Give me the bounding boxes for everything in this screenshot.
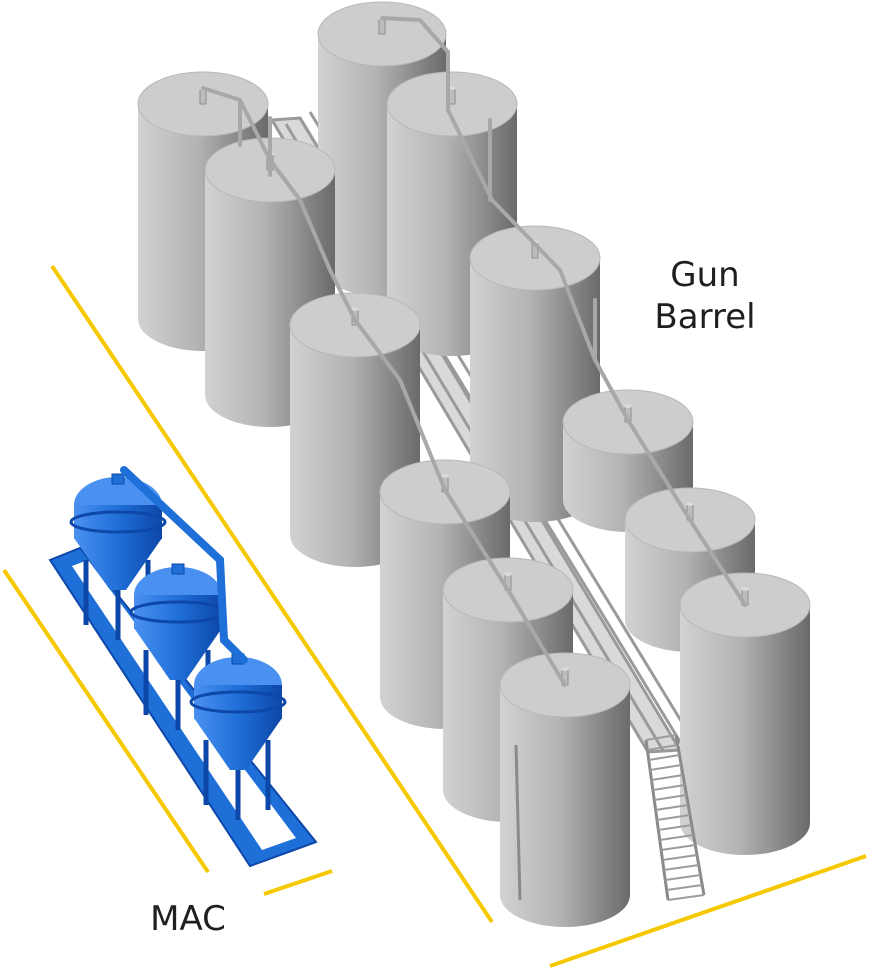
- mac-vessel-shell: [134, 595, 222, 629]
- gun-barrel-label-line2: Barrel: [654, 297, 756, 337]
- vent-cap: [686, 502, 694, 506]
- mac-label: MAC: [150, 899, 226, 939]
- mac-header-pipe: [120, 466, 248, 664]
- vent-cap: [624, 404, 632, 408]
- mac-vessel-flange: [189, 690, 287, 714]
- boundary-line-mac-bottom: [263, 869, 333, 896]
- piping: [201, 16, 747, 687]
- mac-skid: [48, 466, 318, 868]
- stair-tread: [654, 794, 687, 801]
- pipe-header-east: [380, 16, 747, 607]
- boundary-lines: [2, 264, 867, 968]
- mac-vessel-dome: [134, 567, 222, 595]
- mac-vessel-shell: [194, 685, 282, 719]
- vent-cap: [441, 474, 449, 478]
- pipe-risers: [238, 50, 597, 362]
- mac-vessel-cone: [194, 718, 282, 770]
- boundary-line-mac-outer: [2, 568, 210, 874]
- mac-vessel-flange: [69, 510, 167, 534]
- vent-pipe: [378, 17, 386, 35]
- mac-vessel-nozzle: [111, 473, 125, 485]
- vent-cap: [741, 587, 749, 591]
- vent-cap: [351, 307, 359, 311]
- boundary-line-mac-inner: [50, 264, 494, 924]
- stair-tread: [667, 894, 705, 901]
- mac-vessel-shell: [74, 505, 162, 539]
- stair-tread: [655, 804, 689, 811]
- gun-barrel-label: Gun Barrel: [630, 254, 780, 338]
- stair-tread: [658, 824, 692, 831]
- vent-cap: [504, 572, 512, 576]
- stair-tread: [645, 734, 677, 741]
- mac-vessel-cone: [134, 628, 222, 680]
- stair-tread: [665, 874, 701, 881]
- stair-tread: [651, 774, 684, 781]
- stair-tread: [666, 884, 703, 891]
- stair-tread: [659, 834, 694, 841]
- tank: [679, 572, 811, 855]
- stair-tread: [660, 844, 696, 851]
- vent-cap: [561, 667, 569, 671]
- stair-tread: [648, 754, 680, 761]
- stair-tread: [663, 864, 699, 871]
- stair-tread: [652, 784, 685, 791]
- stair: [514, 734, 706, 901]
- stair-tread: [662, 854, 698, 861]
- tank-body: [680, 605, 810, 855]
- gun-barrel-tanks: [137, 1, 811, 927]
- pipe-header-west: [201, 86, 567, 687]
- mac-vessel-nozzle: [171, 563, 185, 575]
- stair-tread: [656, 814, 691, 821]
- stair-tread: [647, 744, 678, 751]
- boundary-line-gun-bottom: [549, 854, 867, 968]
- tank-body: [500, 685, 630, 927]
- tank-ladder: [514, 744, 522, 901]
- stair-tread: [649, 764, 682, 771]
- mac-vessel: [189, 653, 287, 820]
- mac-vessel: [129, 563, 227, 730]
- mac-vessel-cone: [74, 538, 162, 590]
- mac-vessel-dome: [194, 657, 282, 685]
- gun-barrel-label-line1: Gun: [670, 255, 740, 295]
